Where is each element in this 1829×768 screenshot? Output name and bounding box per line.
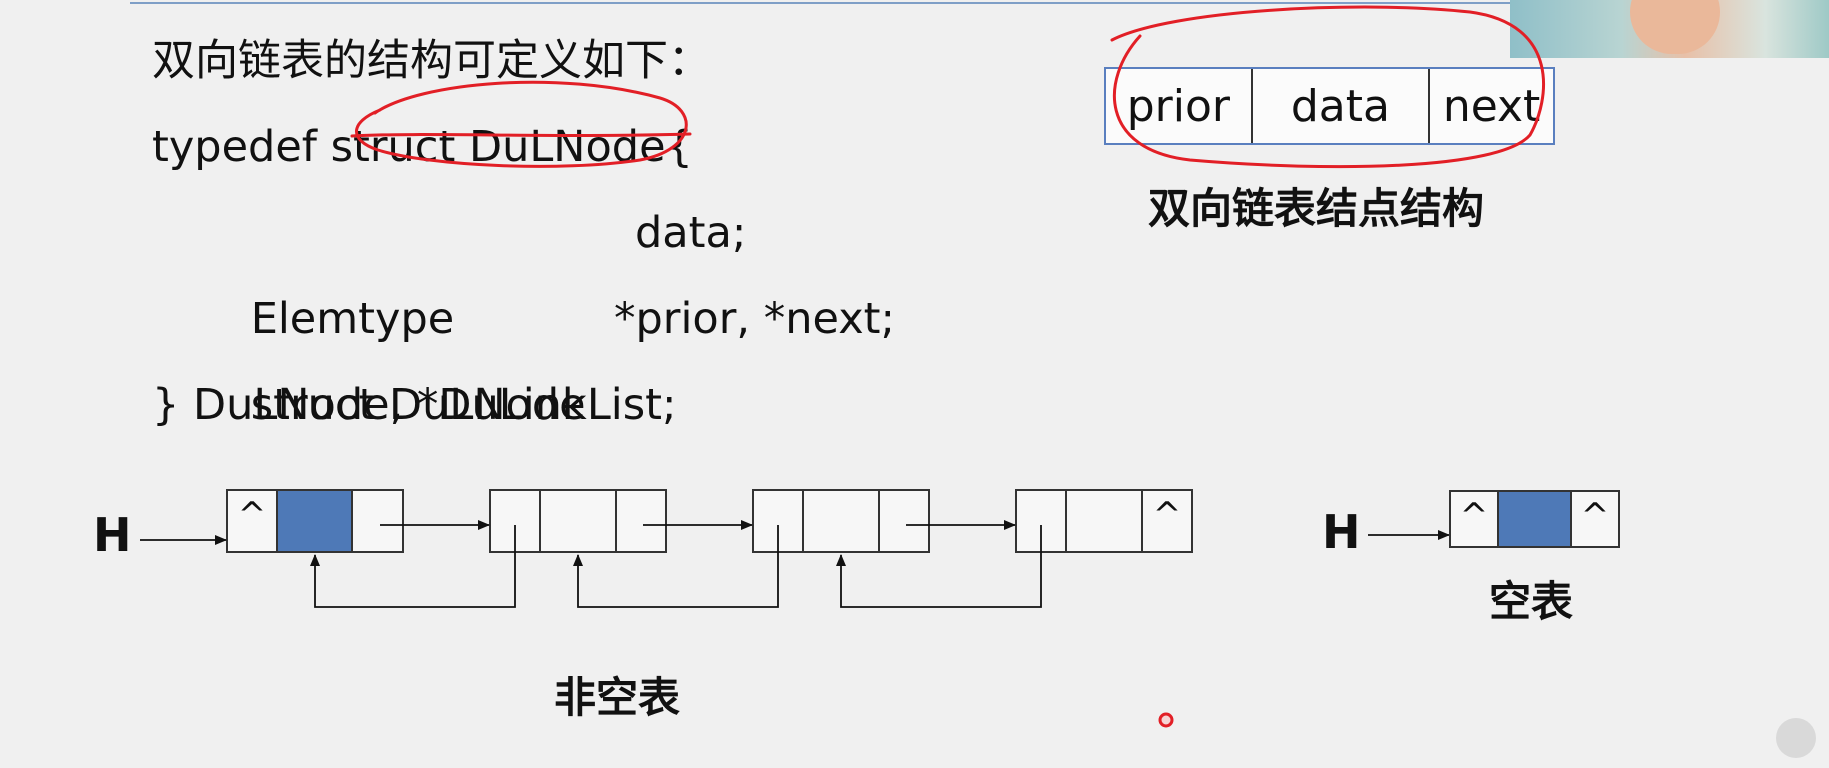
nonempty-head-label: H bbox=[93, 508, 132, 562]
struct-definition-code: 双向链表的结构可定义如下： typedef struct DuLNode{ El… bbox=[152, 18, 895, 448]
field-data: data bbox=[1253, 69, 1431, 143]
node2-prior bbox=[491, 491, 541, 551]
node1-data bbox=[278, 491, 353, 551]
slide-top-rule bbox=[130, 2, 1510, 4]
code-field-data: data; bbox=[635, 208, 747, 258]
code-line-closing: } DuLNode, *DuLinkList; bbox=[152, 380, 677, 430]
empty-next-null: ^ bbox=[1580, 496, 1610, 536]
code-field-pointers: *prior, *next; bbox=[614, 294, 895, 344]
corner-watermark-icon bbox=[1776, 718, 1816, 758]
presenter-webcam bbox=[1510, 0, 1829, 58]
empty-head-label: H bbox=[1322, 505, 1361, 559]
node3-next bbox=[880, 491, 928, 551]
list-node-4: ^ bbox=[1015, 489, 1193, 553]
node3-data bbox=[804, 491, 880, 551]
field-next: next bbox=[1442, 80, 1541, 132]
list-node-2 bbox=[489, 489, 667, 553]
list-node-3 bbox=[752, 489, 930, 553]
nonempty-list-caption: 非空表 bbox=[554, 673, 681, 722]
code-line-typedef: typedef struct DuLNode{ bbox=[152, 122, 693, 172]
list-node-1: ^ bbox=[226, 489, 404, 553]
node4-next-null: ^ bbox=[1152, 495, 1182, 535]
node3-prior bbox=[754, 491, 804, 551]
empty-data bbox=[1499, 492, 1572, 546]
node4-prior bbox=[1017, 491, 1067, 551]
field-prior: prior bbox=[1106, 69, 1253, 143]
node-structure-box: prior data next bbox=[1104, 67, 1555, 145]
empty-prior-null: ^ bbox=[1451, 492, 1499, 546]
node2-next bbox=[617, 491, 665, 551]
code-line-pointers: struct DuLNode *prior, *next; bbox=[152, 276, 895, 430]
node1-prior-null: ^ bbox=[228, 491, 278, 551]
node1-next bbox=[353, 491, 402, 551]
code-type-struct: struct DuLNode bbox=[250, 380, 586, 430]
presenter-face bbox=[1630, 0, 1720, 54]
code-line-elemtype: Elemtype data; bbox=[152, 190, 747, 344]
node4-data bbox=[1067, 491, 1143, 551]
empty-list-caption: 空表 bbox=[1489, 577, 1574, 626]
node2-data bbox=[541, 491, 617, 551]
node-structure-caption: 双向链表结点结构 bbox=[1148, 184, 1485, 233]
empty-list-head-node: ^ ^ bbox=[1449, 490, 1620, 548]
pointer-cursor-dot bbox=[1158, 712, 1174, 728]
code-heading: 双向链表的结构可定义如下： bbox=[152, 36, 711, 86]
code-type-elemtype: Elemtype bbox=[250, 294, 455, 344]
